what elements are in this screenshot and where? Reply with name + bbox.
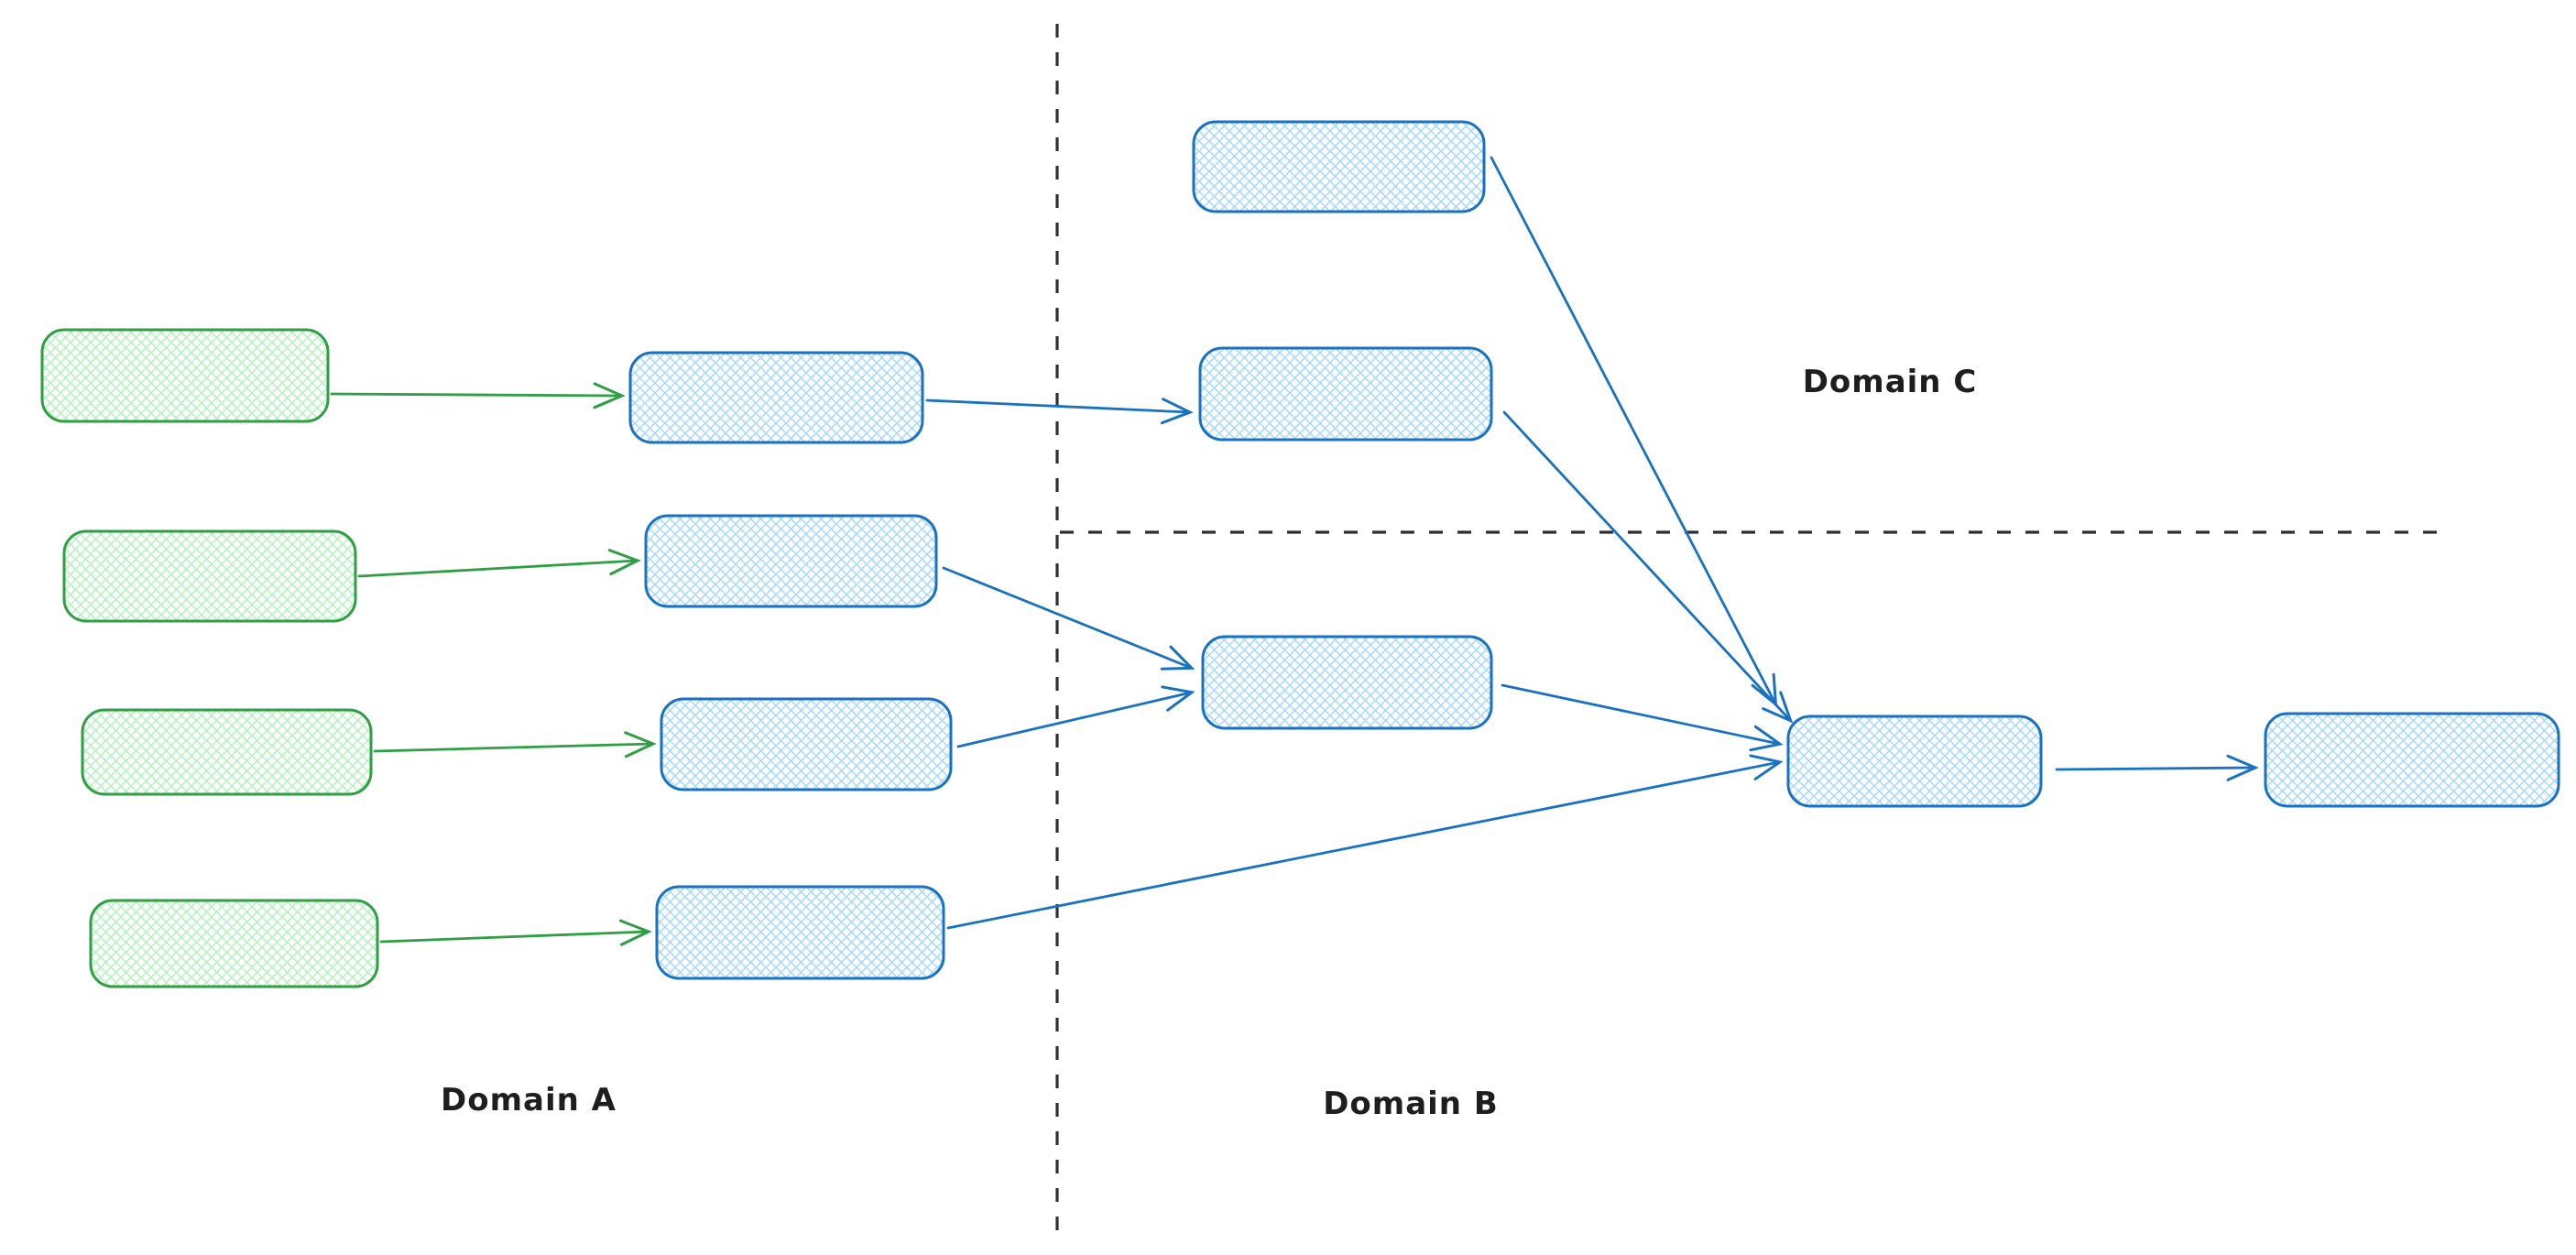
node-a-mid-4 <box>655 885 945 980</box>
edge-a-mid-4-to-b-merge <box>946 754 1784 930</box>
nodes <box>40 120 2560 988</box>
edge-c-box-1-to-b-merge <box>1490 156 1778 708</box>
edge-a-mid-2-to-b-box-1 <box>942 566 1195 671</box>
node-a-src-1 <box>40 328 330 423</box>
node-b-out <box>2264 712 2560 808</box>
node-a-src-3 <box>81 708 373 796</box>
node-c-box-1 <box>1192 120 1486 213</box>
edge-b-box-1-to-b-merge <box>1501 683 1784 752</box>
edge-a-src-4-to-a-mid-4 <box>379 919 652 946</box>
node-a-src-2 <box>62 529 357 623</box>
labels: Domain A Domain B Domain C <box>441 364 1978 1122</box>
edge-b-merge-to-b-out <box>2055 754 2259 781</box>
node-a-mid-1 <box>628 351 924 444</box>
node-b-merge <box>1786 715 2043 808</box>
node-b-box-1 <box>1201 635 1493 730</box>
edge-a-src-2-to-a-mid-2 <box>357 549 641 578</box>
node-a-mid-2 <box>644 514 938 608</box>
edges <box>330 156 2259 946</box>
node-a-mid-3 <box>660 697 953 791</box>
label-domain-c: Domain C <box>1803 364 1978 400</box>
label-domain-a: Domain A <box>441 1082 617 1119</box>
edge-c-box-2-to-b-merge <box>1502 410 1794 724</box>
edge-a-mid-3-to-b-box-1 <box>956 685 1195 748</box>
edge-a-src-1-to-a-mid-1 <box>330 382 626 409</box>
node-c-box-2 <box>1198 346 1493 442</box>
label-domain-b: Domain B <box>1323 1086 1499 1122</box>
edge-a-mid-1-to-c-box-2 <box>925 398 1194 425</box>
domain-dividers <box>1055 24 2448 1239</box>
edge-a-src-3-to-a-mid-3 <box>373 731 657 758</box>
node-a-src-4 <box>89 899 379 988</box>
